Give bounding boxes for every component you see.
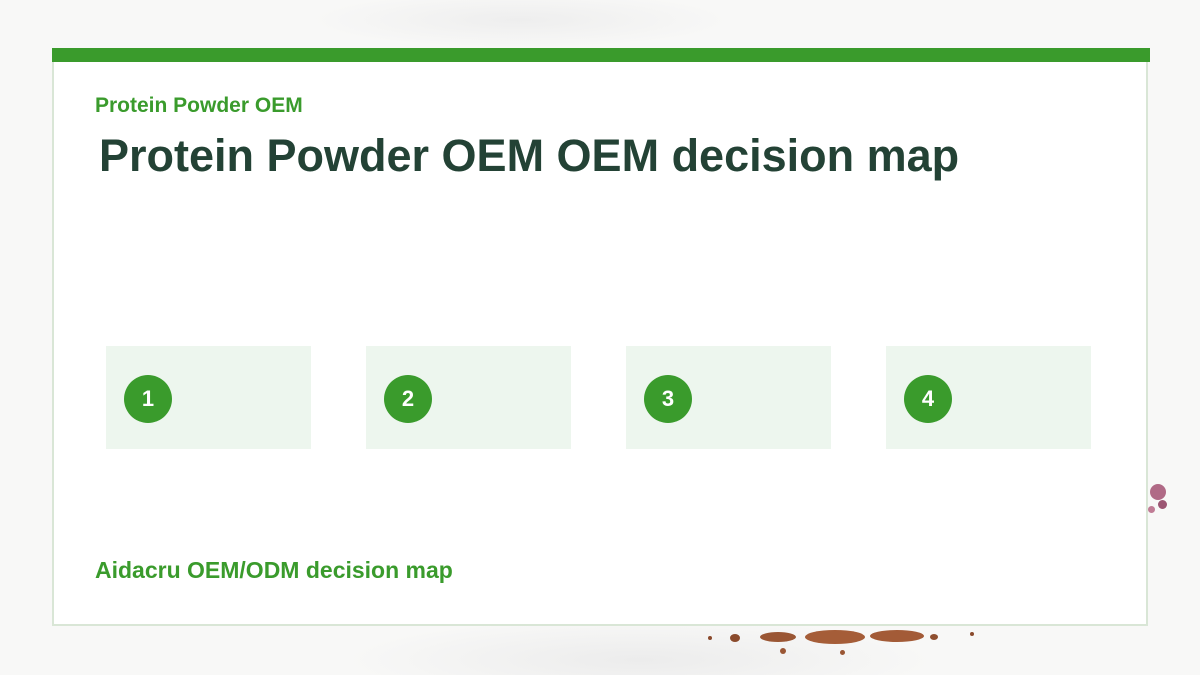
decision-map-card: Protein Powder OEM Protein Powder OEM OE… [52,48,1150,626]
powder-speck [840,650,845,655]
step-number-badge: 2 [384,375,432,423]
card-accent-bar [52,48,1150,62]
step-box-4: 4 [886,346,1091,449]
card-title: Protein Powder OEM OEM decision map [99,130,960,181]
step-box-3: 3 [626,346,831,449]
step-number-badge: 3 [644,375,692,423]
powder-speck [730,634,740,642]
step-number-badge: 1 [124,375,172,423]
powder-speck [970,632,974,636]
powder-speck [1150,484,1166,500]
powder-speck [708,636,712,640]
powder-speck [1148,506,1155,513]
powder-speck [760,632,796,642]
step-number-badge: 4 [904,375,952,423]
step-box-1: 1 [106,346,311,449]
powder-speck [780,648,786,654]
powder-speck [930,634,938,640]
powder-speck [1158,500,1167,509]
powder-speck [805,630,865,644]
card-kicker: Protein Powder OEM [95,94,303,117]
card-footer: Aidacru OEM/ODM decision map [95,557,453,583]
step-box-2: 2 [366,346,571,449]
powder-speck [870,630,924,642]
